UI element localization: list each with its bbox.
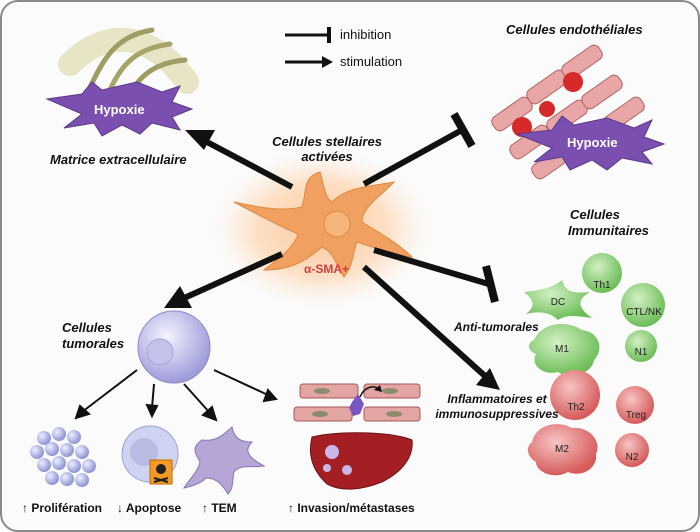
outcome-apoptose: ↓ Apoptose [117, 501, 182, 515]
matrix-label: Matrice extracellulaire [50, 152, 187, 167]
arrow-to-matrix [185, 130, 294, 190]
tumor-label: Cellules tumorales [62, 320, 124, 352]
immune-cell-n1 [625, 330, 657, 362]
hypoxie-left-star [45, 81, 194, 137]
tumor-label-line1: Cellules [62, 320, 112, 335]
hypoxie-right-star [516, 115, 666, 171]
label-n2: N2 [625, 452, 639, 463]
inhibition-to-anti-tumoral [373, 247, 499, 303]
arrow-to-immunosuppressive [361, 264, 500, 390]
immune-label-line1: Cellules [570, 207, 620, 222]
skull-icon [149, 459, 173, 485]
immune-label-line2: Immunitaires [568, 223, 649, 238]
immune-cell-m2 [527, 424, 598, 476]
legend-stimulation-label: stimulation [340, 54, 403, 69]
label-dc: DC [550, 297, 566, 308]
tumor-nucleus [146, 338, 174, 366]
proliferation-cluster [30, 427, 96, 487]
stellate-label: Cellules stellaires activées [252, 134, 402, 164]
tumor-cell [137, 310, 211, 384]
immune-cell-th1 [582, 253, 622, 293]
label-ctl-nk: CTL/NK [626, 307, 662, 318]
immune-cell-dc [524, 280, 592, 320]
metastasis [325, 445, 339, 459]
arrow-to-tumor-cells [164, 251, 284, 308]
stellate-label-line1: Cellules stellaires [272, 134, 382, 149]
stellate-nucleus [323, 210, 351, 238]
legend-stimulation-symbol [285, 56, 333, 68]
red-blood-cell [512, 117, 532, 137]
immune-cell-m1 [529, 324, 600, 376]
vessel-invasion [293, 383, 421, 422]
outcome-proliferation: ↑ Prolifération [22, 501, 103, 515]
tumor-label-line2: tumorales [62, 336, 125, 351]
immune-cell-treg [616, 386, 654, 424]
endothelial-label: Cellules endothéliales [506, 22, 643, 37]
immune-cell-th2 [550, 370, 600, 420]
metastasis [323, 464, 331, 472]
tumor-output-arrows [74, 369, 278, 422]
hypoxie-left-label: Hypoxie [94, 102, 145, 117]
outcome-invasion: ↑ Invasion/métastases [288, 501, 415, 515]
immune-cell-n2 [615, 433, 649, 467]
hypoxie-right-label: Hypoxie [567, 135, 618, 150]
label-m1: M1 [555, 344, 569, 355]
label-treg: Treg [625, 410, 647, 421]
apoptosis-nucleus [130, 438, 158, 466]
label-n1: N1 [634, 347, 648, 358]
stellate-cell [233, 171, 414, 278]
anti-tumoral-label: Anti-tumorales [454, 320, 539, 334]
outcome-tem: ↑ TEM [202, 501, 237, 515]
label-th1: Th1 [593, 280, 611, 291]
inflammatory-label-line2: immunosuppressives [435, 407, 559, 421]
red-blood-cell [539, 101, 555, 117]
label-m2: M2 [555, 444, 569, 455]
stellate-label-line2: activées [301, 149, 353, 164]
alpha-sma-label: α-SMA+ [304, 262, 350, 276]
liver [309, 432, 413, 490]
inflammatory-label: Inflammatoires et immunosuppressives [427, 392, 567, 422]
inflammatory-label-line1: Inflammatoires et [447, 392, 547, 406]
immune-label: Cellules Immunitaires [568, 207, 649, 239]
metastasis [342, 465, 352, 475]
legend-inhibition-symbol [285, 27, 331, 43]
legend-inhibition-label: inhibition [340, 27, 392, 42]
immune-cell-ctl-nk [621, 283, 665, 327]
label-th2: Th2 [567, 402, 585, 413]
tem-cell [182, 426, 266, 495]
red-blood-cell [563, 72, 583, 92]
inhibition-to-endothelial [362, 112, 476, 187]
